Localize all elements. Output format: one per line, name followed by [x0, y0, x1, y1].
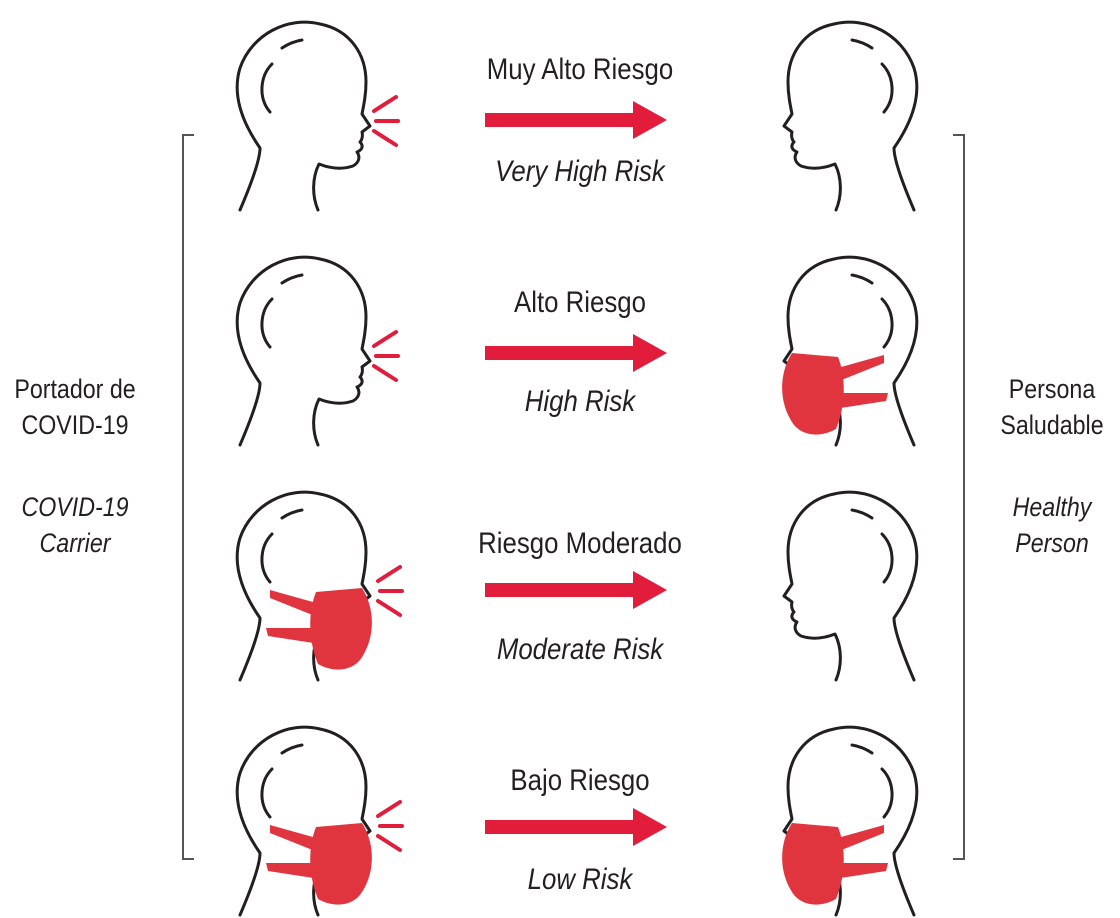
head-profile-icon — [784, 22, 917, 210]
ear-outline — [262, 534, 272, 582]
arrow-right-icon-row-4 — [485, 808, 667, 846]
carrier-head-row-2 — [237, 257, 370, 445]
head-shine-line — [852, 275, 872, 283]
carrier-head-row-1 — [237, 22, 370, 210]
arrow-right-icon-row-2 — [485, 334, 667, 372]
ear-outline — [882, 299, 892, 347]
face-mask-icon — [782, 823, 888, 905]
breath-lines-icon-row-4 — [378, 802, 402, 850]
healthy-head-row-4 — [782, 727, 917, 915]
head-profile-icon — [237, 22, 370, 210]
arrow-right-icon-row-1 — [485, 101, 667, 139]
head-profile-icon — [784, 492, 917, 680]
healthy-head-row-1 — [784, 22, 917, 210]
ear-outline — [262, 299, 272, 347]
head-shine-line — [282, 275, 302, 283]
healthy-head-row-2 — [782, 257, 917, 445]
face-mask-icon — [266, 588, 372, 670]
ear-outline — [882, 64, 892, 112]
carrier-head-row-4 — [237, 727, 372, 915]
head-shine-line — [282, 40, 302, 48]
carrier-head-row-3 — [237, 492, 372, 680]
ear-outline — [262, 64, 272, 112]
arrow-right-icon-row-3 — [485, 571, 667, 609]
breath-lines-icon-row-2 — [374, 332, 398, 380]
breath-lines-icon-row-1 — [374, 97, 398, 145]
head-shine-line — [282, 510, 302, 518]
head-shine-line — [852, 745, 872, 753]
head-shine-line — [852, 40, 872, 48]
ear-outline — [262, 769, 272, 817]
head-shine-line — [282, 745, 302, 753]
breath-lines-icon-row-3 — [378, 567, 402, 615]
head-profile-icon — [237, 257, 370, 445]
face-mask-icon — [266, 823, 372, 905]
head-shine-line — [852, 510, 872, 518]
healthy-head-row-3 — [784, 492, 917, 680]
ear-outline — [882, 769, 892, 817]
ear-outline — [882, 534, 892, 582]
face-mask-icon — [782, 353, 888, 435]
